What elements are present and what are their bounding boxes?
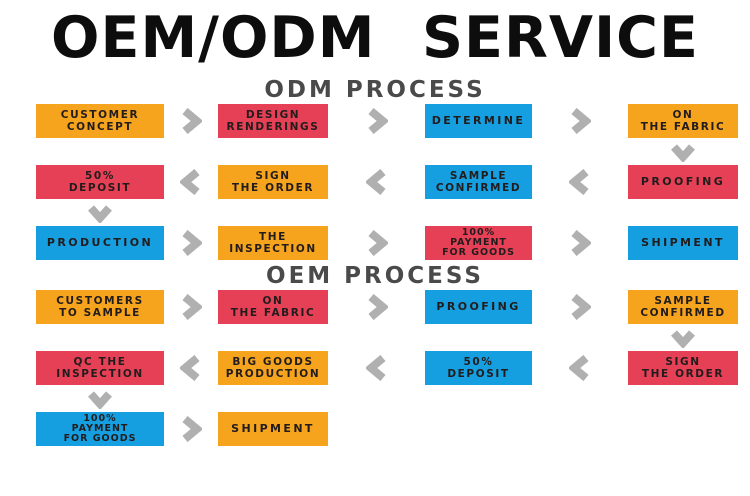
section-heading: ODM PROCESS [264, 77, 486, 103]
step-label-line: PRODUCTION [46, 235, 154, 249]
chevron-right-icon [328, 226, 425, 260]
step-label-line: BIG GOODS [232, 355, 314, 368]
step-label-line: CONFIRMED [640, 307, 726, 319]
step-label-line: SAMPLE [449, 169, 508, 182]
step-label-line: ON [262, 294, 284, 307]
step-label-line: SHIPMENT [231, 421, 315, 435]
step-label-line: PRODUCTION [225, 368, 321, 380]
step-label-line: PAYMENT [71, 423, 129, 435]
chevron-down-icon [628, 324, 738, 351]
step-label-line: QC THE [73, 355, 127, 368]
step-label-line: INSPECTION [229, 243, 317, 255]
process-step-box: 50%DEPOSIT [36, 165, 164, 199]
step-label-line: SAMPLE [654, 294, 712, 307]
chevron-down-icon [36, 385, 164, 412]
step-label-line: TO SAMPLE [59, 307, 141, 319]
chevron-left-icon [328, 165, 425, 199]
step-label-line: PROOFING [640, 174, 726, 188]
chevron-right-icon [532, 290, 628, 324]
chevron-down-icon [628, 138, 738, 165]
chevron-right-icon [532, 226, 628, 260]
section-heading: OEM PROCESS [266, 263, 484, 289]
step-label-line: THE ORDER [641, 368, 725, 380]
chevron-right-icon [532, 104, 628, 138]
process-step-box: SHIPMENT [628, 226, 738, 260]
step-label-line: 50% [463, 355, 494, 368]
step-label-line: FOR GOODS [442, 246, 515, 258]
step-label-line: THE FABRIC [640, 121, 726, 133]
step-label-line: PROOFING [436, 299, 521, 313]
step-label-line: DETERMINE [431, 113, 526, 127]
step-label-line: THE FABRIC [230, 307, 316, 319]
step-label-line: PAYMENT [450, 237, 507, 249]
step-label-line: THE ORDER [231, 182, 315, 194]
step-label-line: CONCEPT [66, 121, 134, 133]
step-label-line: 50% [85, 169, 115, 182]
connector-row [0, 324, 750, 351]
chevron-right-icon [164, 290, 218, 324]
step-label-line: FOR GOODS [63, 432, 137, 444]
chevron-down-icon [36, 199, 164, 226]
process-step-box: PRODUCTION [36, 226, 164, 260]
step-label-line: 100% [461, 227, 496, 239]
step-label-line: RENDERINGS [226, 121, 320, 133]
process-step-box: PROOFING [425, 290, 532, 324]
chevron-left-icon [532, 165, 628, 199]
chevron-right-icon [328, 104, 425, 138]
process-step-box: PROOFING [628, 165, 738, 199]
chevron-left-icon [532, 351, 628, 385]
step-label-line: CUSTOMER [60, 108, 140, 121]
step-label-line: SIGN [665, 355, 701, 368]
chevron-right-icon [328, 290, 425, 324]
step-label-line: SIGN [255, 169, 291, 182]
page-title: OEM/ODM SERVICE [51, 5, 699, 71]
step-label-line: DEPOSIT [68, 182, 132, 194]
step-label-line: 100% [83, 413, 117, 425]
step-label-line: INSPECTION [56, 368, 144, 380]
connector-row [0, 199, 750, 226]
step-label-line: CUSTOMERS [56, 294, 144, 307]
process-step-box: DETERMINE [425, 104, 532, 138]
chevron-left-icon [164, 351, 218, 385]
chevron-left-icon [328, 351, 425, 385]
chevron-right-icon [164, 412, 218, 446]
chevron-right-icon [164, 226, 218, 260]
connector-row [0, 385, 750, 412]
connector-row [0, 138, 750, 165]
chevron-right-icon [164, 104, 218, 138]
step-label-line: ON [672, 108, 694, 121]
step-label-line: DEPOSIT [447, 368, 510, 380]
chevron-left-icon [164, 165, 218, 199]
step-label-line: THE [259, 230, 287, 243]
process-step-box: SHIPMENT [218, 412, 328, 446]
step-label-line: SHIPMENT [641, 235, 725, 249]
process-step-box: 50%DEPOSIT [425, 351, 532, 385]
step-label-line: CONFIRMED [435, 182, 522, 194]
step-label-line: DESIGN [245, 108, 301, 121]
